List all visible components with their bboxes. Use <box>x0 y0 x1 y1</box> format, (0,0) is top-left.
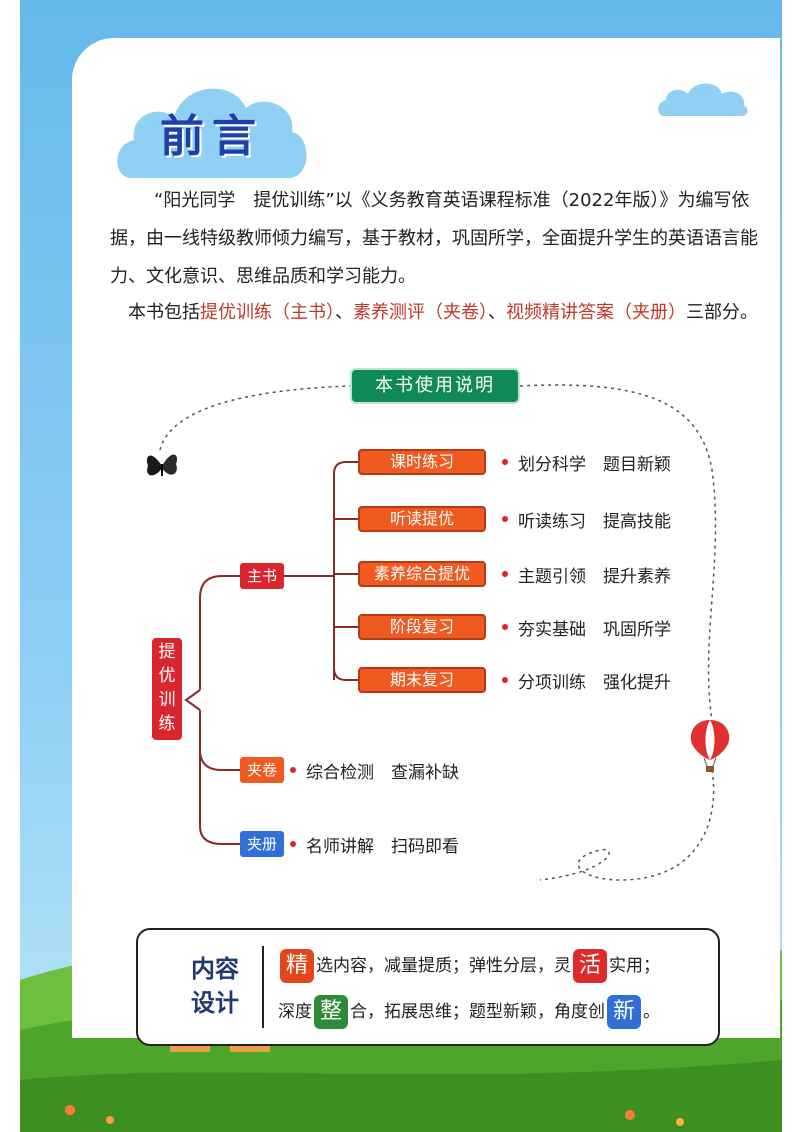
branch-literacy-comprehensive: 素养综合提优 <box>358 561 486 587</box>
page-title: 前言 <box>160 111 264 162</box>
bullet <box>502 571 508 577</box>
root-tag: 提优训练 <box>152 638 182 740</box>
design-text: 深度 <box>278 1002 312 1022</box>
emphasis-char: 活 <box>573 949 607 983</box>
branch-desc: 分项训练 强化提升 <box>518 673 671 693</box>
branch-lesson-practice: 课时练习 <box>358 449 486 475</box>
cloud-icon <box>117 88 307 178</box>
highlight-booklet: 视频精讲答案（夹册） <box>506 302 686 323</box>
branch-desc: 听读练习 提高技能 <box>518 512 671 532</box>
content-card <box>72 38 780 1038</box>
bullet <box>502 624 508 630</box>
balloon-icon <box>690 720 730 772</box>
design-line-2: 深度整合，拓展思维；题型新颖，角度创新。 <box>278 992 660 1032</box>
small-cloud-icon <box>658 83 748 116</box>
design-text: 实用； <box>609 956 660 976</box>
test-paper-tag: 夹卷 <box>240 757 284 783</box>
intro-text: 三部分。 <box>686 302 758 323</box>
content-design-title: 内容设计 <box>191 955 239 1017</box>
intro-paragraph-1: “阳光同学 提优训练”以《义务教育英语课程标准（2022年版）》为编写依据，由一… <box>110 190 758 287</box>
test-paper-desc: 综合检测 查漏补缺 <box>306 763 459 783</box>
usage-instructions-label: 本书使用说明 <box>350 368 520 404</box>
highlight-test-paper: 素养测评（夹卷） <box>353 302 488 323</box>
butterfly-icon <box>146 454 178 476</box>
branch-stage-review: 阶段复习 <box>358 614 486 640</box>
bullet <box>290 767 296 773</box>
emphasis-char: 整 <box>314 995 348 1029</box>
branch-listening-reading: 听读提优 <box>358 506 486 532</box>
bullet <box>290 841 296 847</box>
booklet-desc: 名师讲解 扫码即看 <box>306 837 459 857</box>
branch-desc: 夯实基础 巩固所学 <box>518 620 671 640</box>
design-text: 。 <box>643 1002 660 1022</box>
bullet <box>502 459 508 465</box>
intro-text: 本书包括 <box>128 302 200 323</box>
bullet <box>502 516 508 522</box>
design-line-1: 精选内容，减量提质；弹性分层，灵活实用； <box>278 946 660 986</box>
intro-paragraph-2: 本书包括提优训练（主书）、素养测评（夹卷）、视频精讲答案（夹册）三部分。 <box>110 294 760 332</box>
branch-final-review: 期末复习 <box>358 667 486 693</box>
highlight-main-book: 提优训练（主书） <box>200 302 335 323</box>
branch-desc: 主题引领 提升素养 <box>518 567 671 587</box>
booklet-tag: 夹册 <box>240 831 284 857</box>
design-text: 合，拓展思维；题型新颖，角度创 <box>350 1002 605 1022</box>
main-book-tag: 主书 <box>240 563 284 589</box>
divider <box>262 946 264 1028</box>
bullet <box>502 677 508 683</box>
design-text: 选内容，减量提质；弹性分层，灵 <box>316 956 571 976</box>
emphasis-char: 新 <box>607 995 641 1029</box>
branch-desc: 划分科学 题目新颖 <box>518 455 671 475</box>
emphasis-char: 精 <box>280 949 314 983</box>
intro-text: 、 <box>335 302 353 323</box>
intro-text: 、 <box>488 302 506 323</box>
